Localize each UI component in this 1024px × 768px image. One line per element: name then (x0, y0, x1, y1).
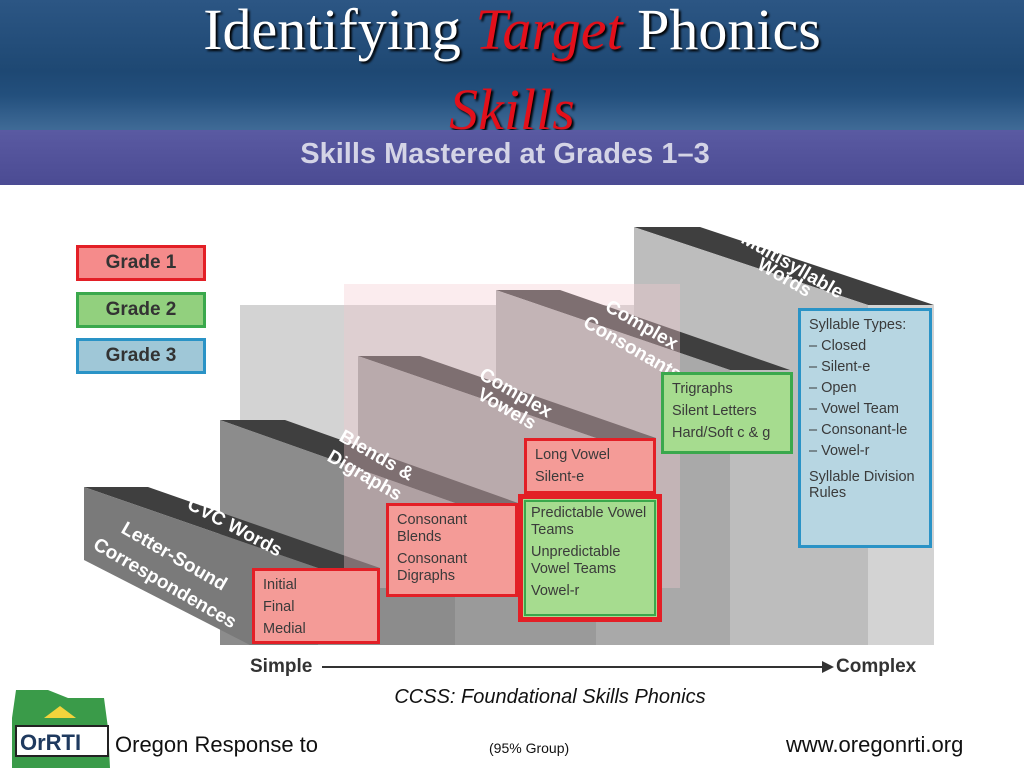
footer-url[interactable]: www.oregonrti.org (786, 732, 964, 757)
box-multisyllable: Syllable Types: – Closed – Silent-e – Op… (798, 308, 932, 548)
box-consonants: Trigraphs Silent Letters Hard/Soft c & g (661, 372, 793, 454)
legend-grade-1: Grade 1 (76, 245, 206, 281)
step-4-top (496, 290, 790, 370)
title-text-target: Target (475, 0, 623, 62)
step-3-top (358, 356, 656, 438)
title-text-2: Phonics (637, 0, 821, 62)
box-cvc-item: Initial (263, 577, 297, 593)
title-text-1: Identifying (203, 0, 461, 62)
caption: CCSS: Foundational Skills Phonics (394, 686, 706, 708)
logo-text: OrRTI (20, 730, 81, 755)
legend-grade-2: Grade 2 (76, 292, 206, 328)
subtitle-bar (0, 130, 1024, 185)
axis-label-simple: Simple (250, 656, 313, 677)
box-multisyllable-item: – Open (809, 380, 857, 396)
box-multisyllable-footer: Syllable Division Rules (809, 469, 915, 501)
box-vowels-item: Predictable Vowel Teams (531, 505, 647, 538)
box-multisyllable-item: – Silent-e (809, 359, 871, 375)
title-bar (0, 0, 1024, 130)
box-multisyllable-heading: Syllable Types: (809, 317, 907, 333)
box-vowels-grade2: Predictable Vowel Teams Unpredictable Vo… (518, 494, 662, 622)
box-consonants-item: Silent Letters (672, 403, 757, 419)
box-blends-item: Consonant Blends (397, 512, 468, 545)
box-blends: Consonant Blends Consonant Digraphs (386, 503, 518, 597)
title-line-2: Skills (449, 77, 575, 142)
subtitle: Skills Mastered at Grades 1–3 (300, 138, 710, 170)
box-vowels-grade1: Long Vowel Silent-e (524, 438, 656, 494)
box-vowels-item: Unpredictable Vowel Teams (531, 544, 621, 577)
box-cvc-item: Medial (263, 621, 306, 637)
footer-note: (95% Group) (489, 740, 570, 756)
footer-org: Oregon Response to (115, 732, 319, 757)
step-1-top (84, 487, 380, 568)
box-cvc: Initial Final Medial (252, 568, 380, 644)
step-5-top (634, 227, 934, 305)
orrti-logo: OrRTI (12, 690, 110, 768)
box-vowels-item: Vowel-r (531, 583, 580, 599)
slide-title: Identifying Target Phonics (0, 0, 1024, 60)
legend-grade-3: Grade 3 (76, 338, 206, 374)
axis-label-complex: Complex (836, 656, 917, 677)
box-multisyllable-item: – Vowel Team (809, 401, 900, 417)
box-vowels-item: Silent-e (535, 469, 585, 485)
box-consonants-item: Trigraphs (672, 381, 733, 397)
box-multisyllable-item: – Closed (809, 338, 867, 354)
box-multisyllable-item: – Consonant-le (809, 422, 908, 438)
box-blends-item: Consonant Digraphs (397, 551, 468, 584)
box-cvc-item: Final (263, 599, 295, 615)
box-vowels-item: Long Vowel (535, 447, 610, 463)
box-consonants-item: Hard/Soft c & g (672, 425, 771, 441)
step-2-top (220, 420, 518, 503)
box-multisyllable-item: – Vowel-r (809, 443, 870, 459)
axis-arrowhead (822, 661, 834, 673)
